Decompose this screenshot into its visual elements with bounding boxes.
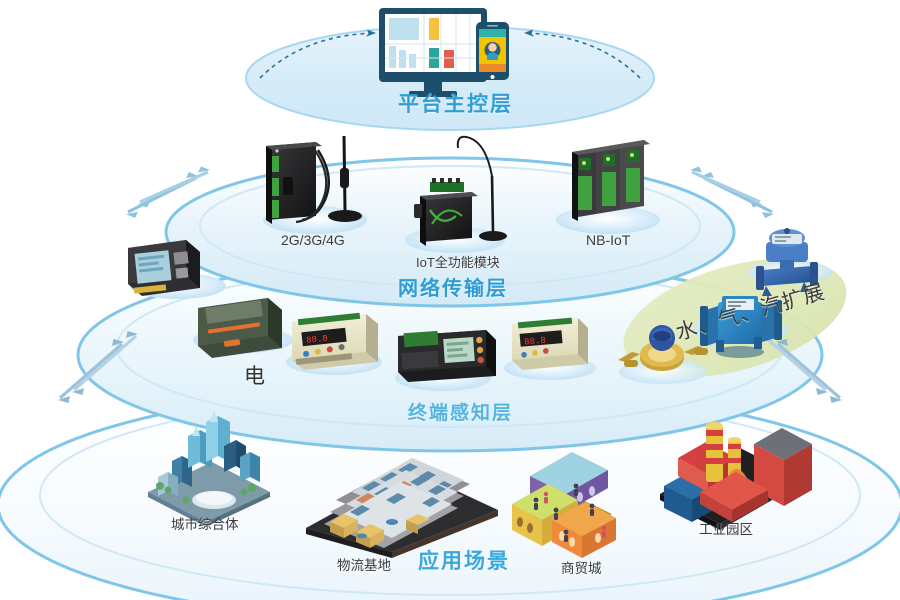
double-arrow-left-upper — [126, 166, 210, 218]
dashed-arrow-left — [259, 29, 377, 79]
scene-label-logistics-base: 物流基地 — [337, 558, 391, 573]
scene-label-industrial-park: 工业园区 — [699, 522, 753, 537]
device-label-cellular-gateway: 2G/3G/4G — [281, 232, 345, 248]
nb-iot-rack-icon — [572, 140, 650, 221]
svg-text:88.8: 88.8 — [306, 334, 329, 346]
water-meter-icon — [618, 325, 708, 371]
layer-label-terminal: 终端感知层 — [408, 403, 514, 424]
dashed-arrow-right — [523, 29, 641, 79]
desktop-monitor-icon — [379, 8, 487, 97]
smartphone-icon — [476, 22, 509, 80]
device-pedestal — [619, 360, 707, 384]
device-label-iot-module: IoT全功能模块 — [416, 255, 500, 270]
protection-relay-icon: 88.8 — [292, 312, 378, 370]
layer-label-network: 网络传输层 — [398, 278, 508, 300]
device-label-nb-iot: NB-IoT — [586, 232, 631, 248]
iot-module-icon — [414, 135, 507, 246]
panel-meter-icon: 88.8 — [512, 317, 588, 370]
electromagnetic-flowmeter-icon — [700, 296, 782, 358]
layer-label-application: 应用场景 — [418, 550, 510, 573]
warehouse-icon — [306, 458, 498, 558]
layer-label-platform: 平台主控层 — [398, 93, 513, 116]
vortex-steam-meter-icon — [756, 228, 818, 296]
cellular-router-icon — [266, 135, 362, 224]
multifunction-meter-icon — [398, 330, 496, 382]
double-arrow-right-upper — [690, 166, 774, 218]
scene-label-city-complex: 城市综合体 — [171, 517, 239, 532]
city-skyline-icon — [148, 410, 270, 527]
double-arrow-left-lower — [58, 331, 138, 403]
svg-text:88.8: 88.8 — [524, 336, 546, 348]
terminal-group-label-electricity: 电 — [244, 365, 265, 388]
shopping-mall-icon — [512, 452, 616, 558]
din-rail-meter-icon — [198, 298, 282, 358]
factory-icon — [660, 422, 812, 530]
power-meter-icon — [128, 240, 200, 296]
scene-label-commercial-mall: 商贸城 — [561, 561, 602, 576]
